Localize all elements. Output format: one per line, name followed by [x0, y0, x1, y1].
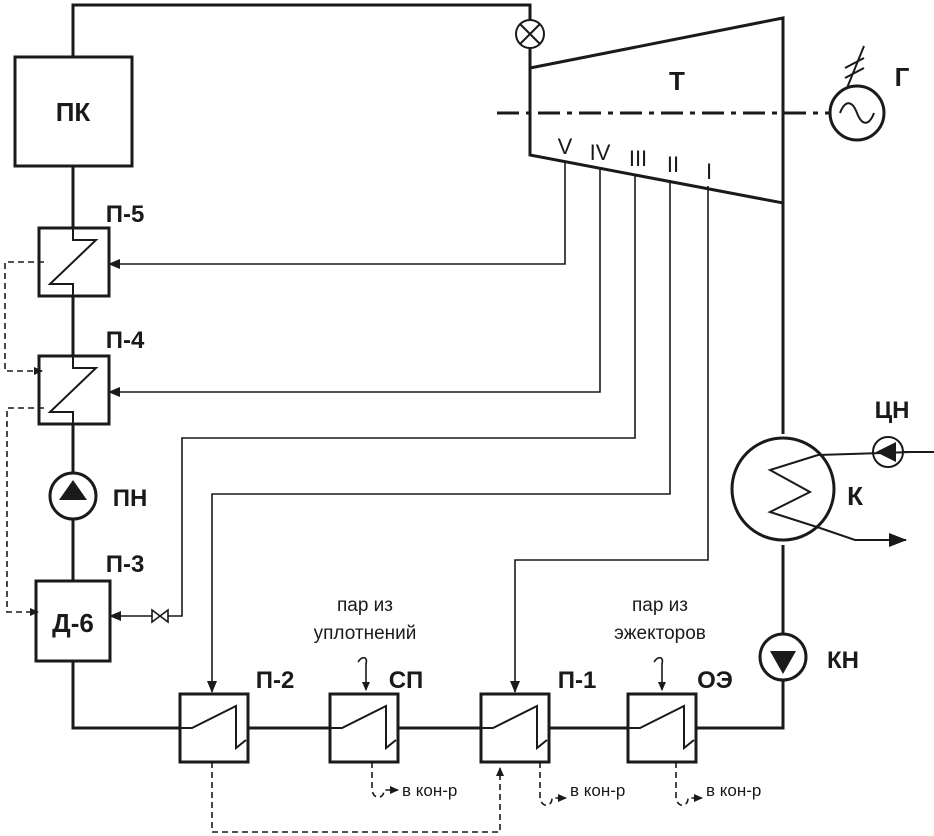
extraction-labels: V IV III II I [558, 134, 712, 184]
seal-cooler-label: СП [389, 667, 424, 694]
stop-valve-icon [515, 19, 545, 49]
boiler: ПК [13, 55, 134, 168]
generator: Г [828, 45, 910, 142]
hp-heater-4-label: П-4 [106, 327, 145, 354]
hp-heater-5-label: П-5 [106, 201, 145, 228]
to-condenser-note-2: в кон-р [570, 781, 625, 800]
feed-pump-label: ПН [113, 485, 148, 512]
extraction-label-ii: II [667, 152, 679, 177]
seal-steam-note-line1: пар из [337, 595, 393, 616]
to-condenser-note-1: в кон-р [402, 781, 457, 800]
hp-heater-3-label: П-3 [106, 551, 145, 578]
seal-cooler: СП [328, 667, 424, 764]
turbine-label: Т [669, 66, 685, 96]
notes: пар из уплотнений пар из эжекторов в кон… [314, 595, 762, 800]
extraction-label-v: V [558, 134, 573, 159]
hp-heater-5: П-5 [37, 201, 145, 298]
ejector-steam-note-line1: пар из [632, 595, 688, 616]
ejector-cooler-label: ОЭ [697, 667, 733, 694]
turbine: Т [497, 16, 830, 205]
extraction-label-i: I [706, 159, 712, 184]
throttle-valve-icon [109, 608, 169, 624]
cond-pump-label: КН [827, 647, 859, 674]
lp-heater-1-label: П-1 [558, 667, 597, 694]
hp-heater-4: П-4 [37, 327, 145, 426]
circ-pump-label: ЦН [875, 397, 910, 424]
deaerator-label: Д-6 [52, 608, 94, 638]
circ-pump: ЦН [872, 397, 934, 468]
lp-drain-lines [211, 762, 703, 833]
feed-pump: ПН [48, 471, 148, 521]
ejector-steam-note-line2: эжекторов [614, 623, 706, 644]
condenser-label: К [847, 481, 863, 511]
generator-label: Г [895, 62, 910, 92]
ejector-cooler: ОЭ [626, 667, 733, 764]
to-condenser-note-3: в кон-р [706, 781, 761, 800]
seal-steam-note-line2: уплотнений [314, 623, 417, 644]
hp-drain-lines [4, 261, 44, 616]
extraction-lines [108, 162, 709, 693]
extraction-label-iii: III [629, 146, 647, 171]
condenser: К [730, 436, 913, 547]
deaerator: Д-6 П-3 [34, 551, 145, 663]
lp-heater-2: П-2 [178, 667, 295, 764]
extraction-label-iv: IV [590, 140, 611, 165]
boiler-label: ПК [56, 97, 91, 127]
auxiliary-steam-inlets [357, 656, 666, 691]
lp-heater-1: П-1 [479, 667, 597, 764]
lp-heater-2-label: П-2 [256, 667, 295, 694]
main-pipelines [71, 3, 785, 730]
cond-pump: КН [758, 632, 859, 682]
